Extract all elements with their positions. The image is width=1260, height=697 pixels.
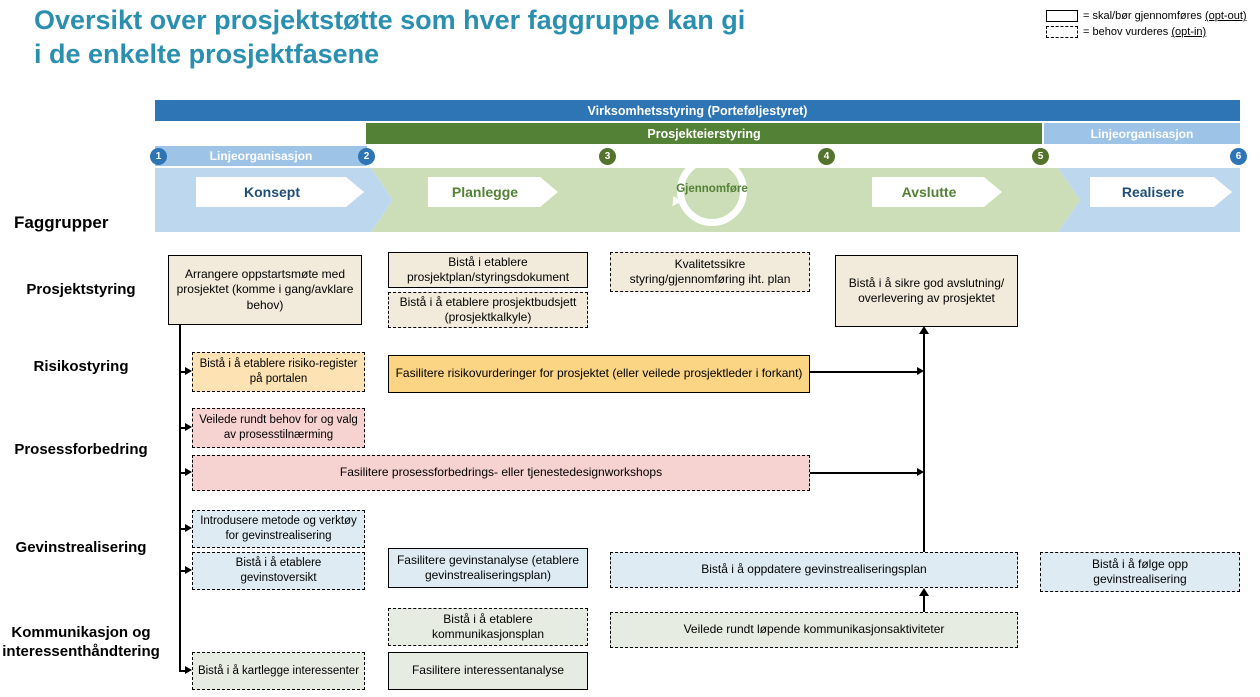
arrow-right-icon — [185, 367, 192, 375]
row-label-kommunikasjon: Kommunikasjon og interessenthåndtering — [2, 624, 160, 660]
box-folge-opp-gevinst: Bistå i å følge opp gevinstrealisering — [1040, 552, 1240, 592]
phase-avslutte-arrow: Avslutte — [872, 177, 1002, 207]
arrow-right-icon — [917, 468, 924, 476]
milestone-3: 3 — [599, 148, 616, 165]
box-prosjektbudsjett: Bistå i å etablere prosjektbudsjett (pro… — [388, 292, 588, 328]
legend-dashed-swatch — [1046, 26, 1078, 38]
arrow-right-icon — [185, 423, 192, 431]
box-interessentanalyse: Fasilitere interessentanalyse — [388, 652, 588, 690]
box-prosesstilnaerming: Veilede rundt behov for og valg av prose… — [192, 408, 365, 448]
arrow-up-icon — [919, 326, 929, 334]
milestone-5: 5 — [1032, 148, 1049, 165]
legend-label: = skal/bør gjennomføres (opt-out) — [1083, 10, 1247, 22]
milestone-2: 2 — [358, 148, 375, 165]
connector-line — [179, 472, 186, 474]
arrow-right-icon — [185, 524, 192, 532]
box-prosjektplan: Bistå i etablere prosjektplan/styringsdo… — [388, 252, 588, 288]
faggrupper-heading: Faggrupper — [14, 213, 109, 232]
box-risikoregister: Bistå i å etablere risiko-register på po… — [192, 352, 365, 392]
phase-konsept-arrow: Konsept — [196, 177, 364, 207]
phase-realisere-arrow: Realisere — [1090, 177, 1232, 207]
box-oppstartsmote: Arrangere oppstartsmøte med prosjektet (… — [168, 255, 362, 325]
box-gevinstanalyse: Fasilitere gevinstanalyse (etablere gevi… — [388, 548, 588, 588]
phase-gjennomfore-label: Gjennomføre — [676, 183, 748, 195]
band-prosjekteierstyring: Prosjekteierstyring — [366, 123, 1042, 144]
arrow-up-icon — [919, 588, 929, 596]
box-oppdatere-gevinstplan: Bistå i å oppdatere gevinstrealiseringsp… — [610, 552, 1018, 588]
box-kommaktiviteter: Veilede rundt løpende kommunikasjonsakti… — [610, 612, 1018, 648]
connector-line — [179, 528, 186, 530]
box-kvalitetssikre: Kvalitetssikre styring/gjennomføring iht… — [610, 252, 810, 292]
box-kommunikasjonsplan: Bistå i å etablere kommunikasjonsplan — [388, 608, 588, 646]
legend: = skal/bør gjennomføres (opt-out) = beho… — [1046, 10, 1256, 42]
connector-line — [179, 570, 186, 572]
connector-line — [179, 427, 186, 429]
band-virksomhetsstyring: Virksomhetsstyring (Porteføljestyret) — [155, 100, 1240, 121]
row-label-prosessforbedring: Prosessforbedring — [14, 441, 148, 458]
box-avslutning: Bistå i å sikre god avslutning/ overleve… — [835, 255, 1018, 327]
connector-line — [810, 472, 917, 474]
milestone-4: 4 — [818, 148, 835, 165]
legend-item-opt-in: = behov vurderes (opt-in) — [1046, 26, 1256, 38]
connector-line — [179, 371, 186, 373]
legend-item-opt-out: = skal/bør gjennomføres (opt-out) — [1046, 10, 1256, 22]
arrow-right-icon — [185, 566, 192, 574]
legend-label: = behov vurderes (opt-in) — [1083, 26, 1207, 38]
connector-right-rail — [923, 334, 925, 552]
arrow-right-icon — [185, 666, 192, 674]
box-kartlegge-interessenter: Bistå i å kartlegge interessenter — [192, 652, 365, 690]
connector-line — [179, 670, 186, 672]
box-gevinstoversikt: Bistå i å etablere gevinstoversikt — [192, 552, 365, 590]
phase-planlegge-arrow: Planlegge — [428, 177, 558, 207]
band-linjeorganisasjon-right: Linjeorganisasjon — [1044, 123, 1240, 144]
arrow-right-icon — [917, 367, 924, 375]
connector-line — [923, 595, 925, 612]
page-title: Oversikt over prosjektstøtte som hver fa… — [34, 5, 746, 69]
band-linjeorganisasjon-left: Linjeorganisasjon — [155, 146, 367, 166]
connector-left-rail — [179, 325, 181, 672]
row-label-prosjektstyring: Prosjektstyring — [26, 281, 136, 298]
box-gevinstmetode: Introdusere metode og verktøy for gevins… — [192, 510, 365, 548]
arrow-right-icon — [185, 468, 192, 476]
milestone-1: 1 — [150, 148, 167, 165]
row-label-risikostyring: Risikostyring — [33, 358, 129, 375]
legend-solid-swatch — [1046, 10, 1078, 22]
milestone-6: 6 — [1230, 148, 1247, 165]
connector-line — [810, 371, 917, 373]
box-risikovurderinger: Fasilitere risikovurderinger for prosjek… — [388, 355, 810, 393]
row-label-gevinstrealisering: Gevinstrealisering — [15, 539, 147, 556]
phase-gjennomfore-ring — [677, 156, 747, 226]
box-prosessworkshops: Fasilitere prosessforbedrings- eller tje… — [192, 455, 810, 491]
